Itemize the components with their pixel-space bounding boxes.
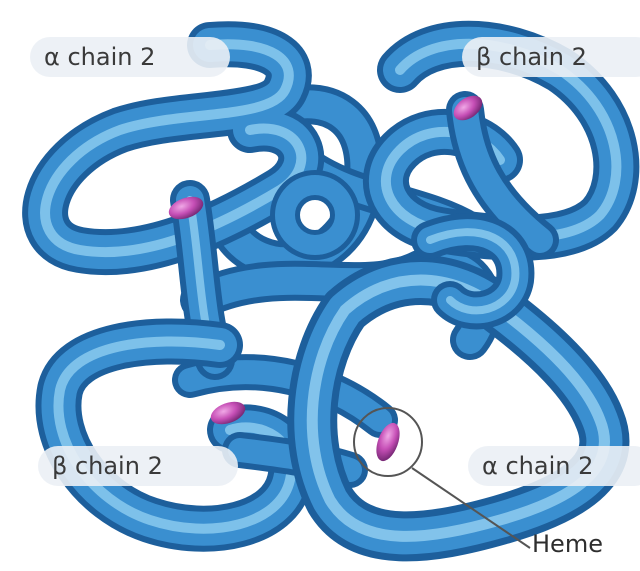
beta-chain-bottom-label: β chain 2 (38, 446, 238, 486)
alpha-chain-bottom-label: α chain 2 (468, 446, 640, 486)
alpha-chain-top-label: α chain 2 (30, 37, 230, 77)
heme-label: Heme (532, 530, 603, 558)
beta-chain-top-label: β chain 2 (462, 37, 640, 77)
